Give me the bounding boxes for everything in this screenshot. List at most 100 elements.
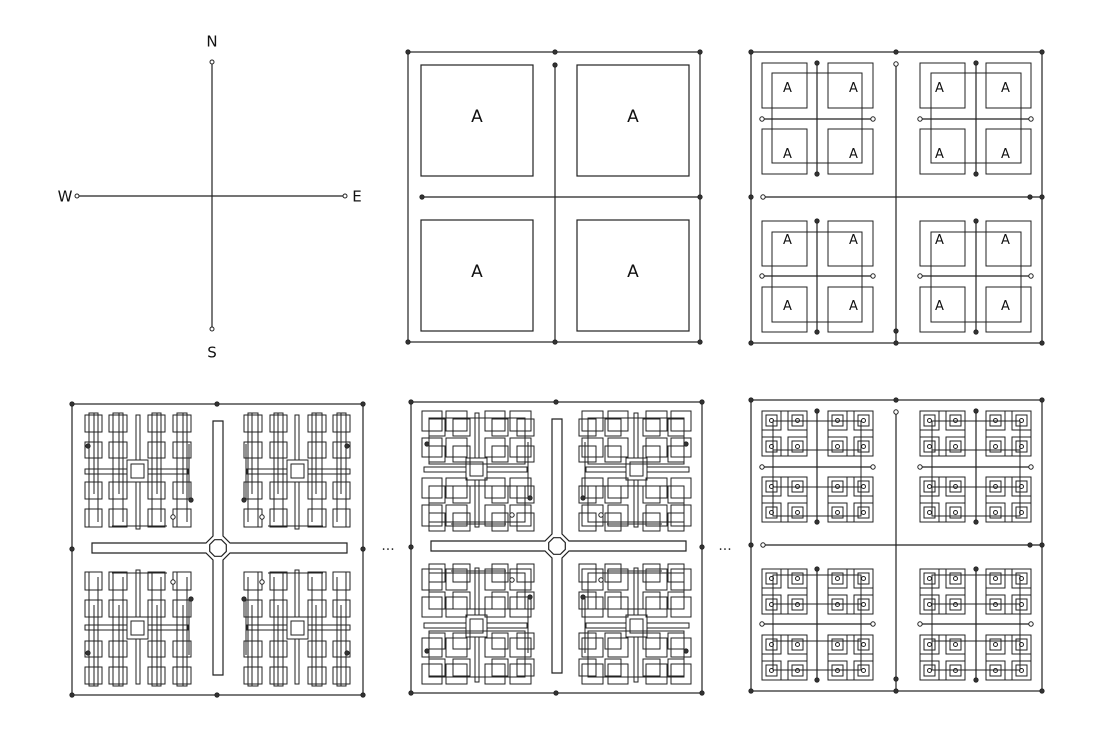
node-dot [1039,340,1045,346]
parcel-overlay [428,591,446,610]
sub-block [985,568,1006,589]
node-dot [408,544,414,550]
parcel-subdivision [176,412,184,499]
parcel-subdivision [251,600,259,687]
node-dot [760,542,766,548]
block-square [919,410,966,457]
sub-block-inner [831,638,844,651]
block-label: A [783,147,792,162]
parcel-block [108,481,128,500]
node-dot [917,273,923,279]
connector-loop [428,485,526,523]
parcel-block [581,437,604,458]
sub-block [985,502,1006,523]
parcel-block [607,637,629,658]
node-dot [835,444,840,449]
parcel-block [147,571,166,591]
node-dot [1027,542,1033,548]
local-road [486,466,528,473]
parcel-subdivision [88,667,95,687]
sub-block-inner [857,572,870,585]
node-dot [917,116,923,122]
node-dot [170,514,176,520]
sub-block [945,634,966,655]
sub-block-inner [989,506,1002,519]
parcel-block [670,477,692,499]
block-label: A [627,107,639,127]
parcel-block [108,571,128,591]
node-dot [259,514,265,520]
parcel-block [108,441,128,459]
block-square [761,62,808,109]
sub-block [1011,502,1032,523]
node-dot [405,339,411,345]
local-plaza-inner [629,461,644,477]
block-square [827,62,874,109]
node-dot [344,650,350,656]
block-label: A [935,233,944,248]
parcel-block [607,504,629,527]
parcel-block [670,568,692,591]
sub-block-inner [1015,440,1028,453]
local-plaza-inner [130,463,145,479]
local-plaza-inner [469,618,484,634]
block-label: A [849,233,858,248]
sub-block [919,502,940,523]
level-3-panel [69,401,366,698]
parcel-block [645,596,668,618]
parcel-subdivision [277,667,284,687]
parcel-block [445,663,468,685]
block-label: A [471,262,483,282]
node-dot [927,510,932,515]
block-square [761,410,808,457]
parcel-subdivision [251,412,259,499]
local-road [633,567,639,616]
node-dot [835,510,840,515]
compass-rose: N S W E [58,33,362,362]
parcel-block [445,568,468,591]
node-dot [870,464,876,470]
block-square [919,220,966,267]
parcel-subdivision [251,412,259,432]
parcel-overlay [642,632,661,650]
local-plaza [286,459,309,483]
parcel-block [307,571,327,591]
node-dot [1028,116,1034,122]
block-square [985,634,1032,681]
block-square [761,476,808,523]
local-road [294,569,300,618]
node-dot [748,340,754,346]
parcel-overlay [491,591,509,610]
parcel-subdivision [88,572,99,687]
node-dot [814,408,820,414]
parcel-block [509,596,532,618]
node-dot [870,273,876,279]
parcel-block [670,410,692,432]
parcel-block [84,508,103,528]
node-dot [927,602,932,607]
node-dot [835,576,840,581]
parcel-block [421,504,443,527]
node-dot [598,512,604,518]
node-dot [993,576,998,581]
parcel-overlay [604,418,622,437]
node-dot [893,340,899,346]
node-dot [1039,194,1045,200]
parcel-overlay [491,485,509,504]
parcel-subdivision [273,572,284,687]
node-dot [1039,49,1045,55]
node-dot [598,577,604,583]
node-dot [814,218,820,224]
node-dot [697,194,703,200]
node-dot [861,484,866,489]
sub-block-inner [923,506,936,519]
node-dot [973,408,979,414]
block-square [985,568,1032,615]
node-dot [1028,464,1034,470]
parcel-overlay [642,445,661,463]
node-dot [973,329,979,335]
node-dot [69,546,75,552]
parcel-block [332,508,351,528]
sub-block [945,436,966,457]
